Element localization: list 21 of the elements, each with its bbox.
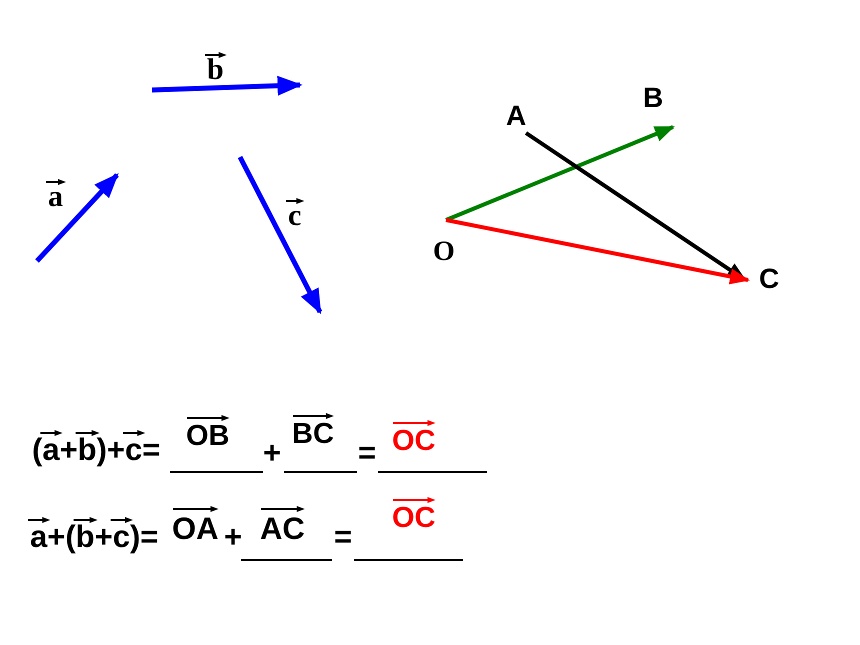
- point-label: A: [506, 102, 526, 130]
- vector-arrow: [446, 218, 750, 284]
- vector-name: AC: [260, 513, 305, 544]
- vector-name: OC: [392, 504, 436, 533]
- formula-text: +: [224, 521, 242, 552]
- point-label: B: [643, 84, 664, 112]
- vector-arrow: [445, 125, 675, 222]
- point-label: C: [759, 265, 780, 293]
- formula-text: =: [358, 437, 376, 468]
- vector-name: BC: [292, 420, 334, 449]
- vector-name: a: [48, 182, 63, 212]
- formula-text: a+(b+c)=: [30, 521, 158, 552]
- formula-text: =: [334, 521, 352, 552]
- vector-name: c: [288, 201, 302, 231]
- vector-name: OA: [172, 513, 218, 544]
- formula-text: +: [263, 437, 282, 468]
- vector-name: OB: [186, 422, 230, 451]
- point-label: O: [433, 238, 455, 266]
- vector-name: b: [207, 55, 224, 85]
- vector-name: OC: [392, 427, 436, 456]
- formula-text: (a+b)+c=: [32, 434, 160, 465]
